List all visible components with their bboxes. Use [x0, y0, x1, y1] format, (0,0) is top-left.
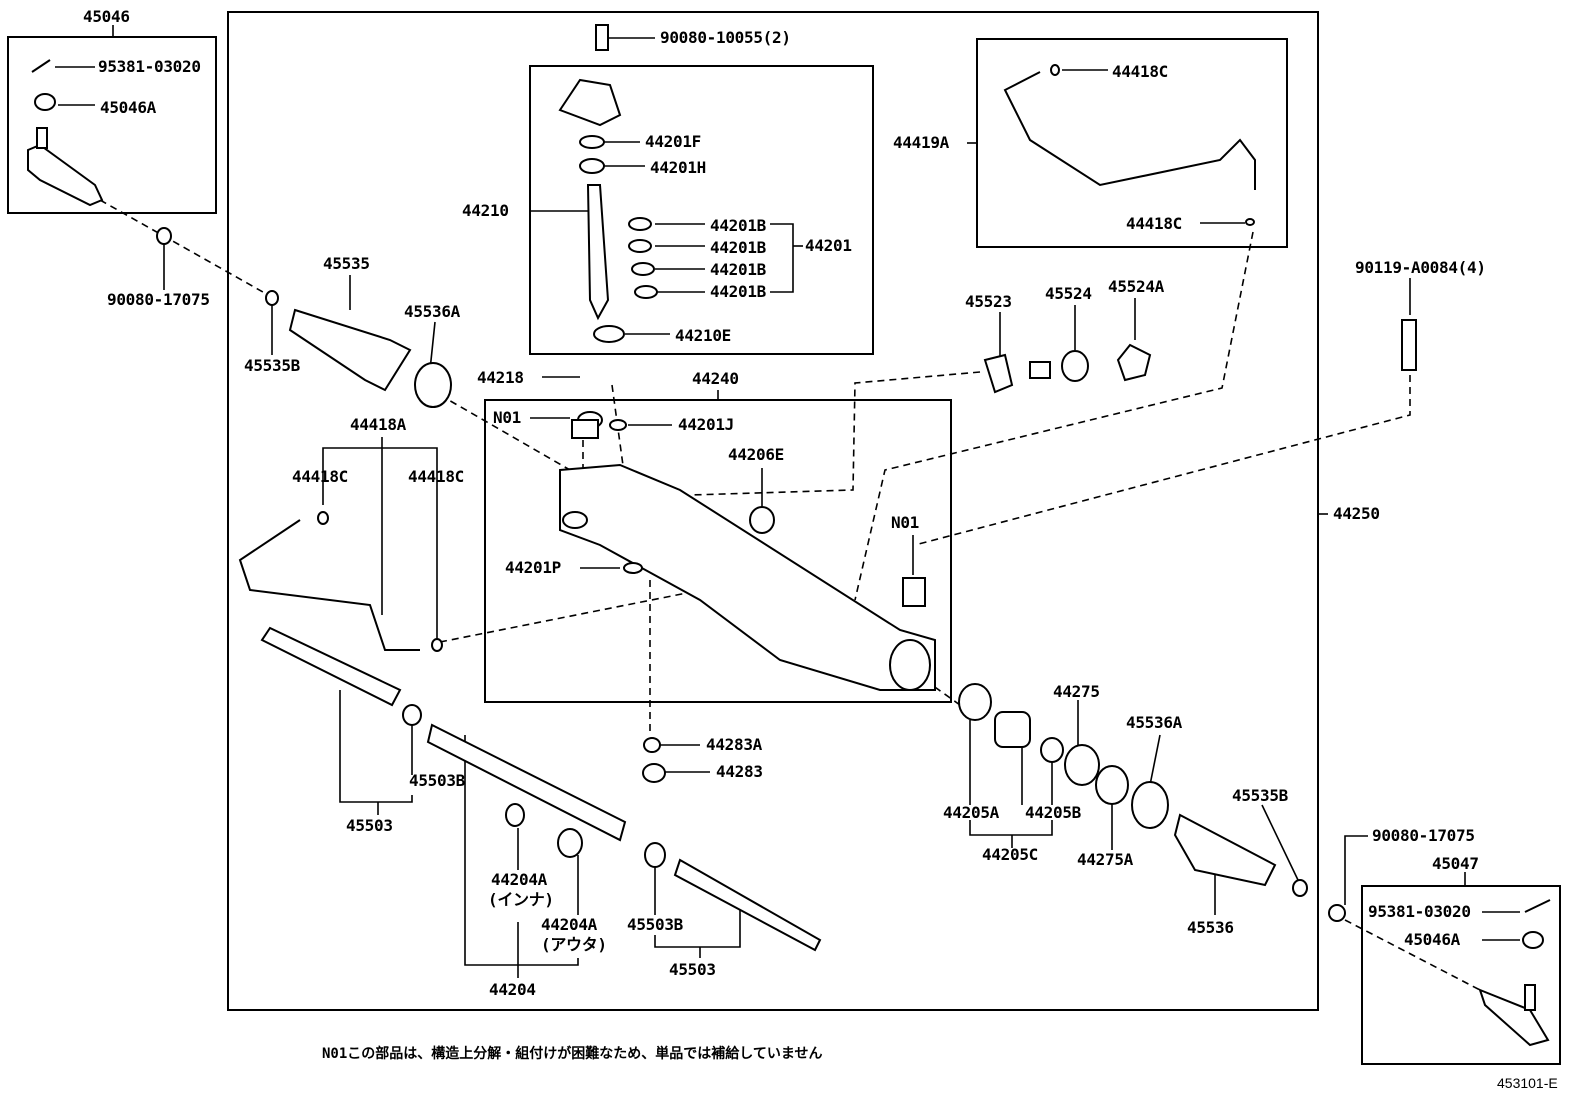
part-shapes — [27, 24, 1551, 1047]
part-label: 45535 — [323, 254, 370, 273]
tie-rod-end-left — [27, 143, 104, 207]
part-label: 44283A — [706, 735, 762, 754]
footer-note: N01この部品は、構造上分解・組付けが困難なため、単品では補給していません — [322, 1046, 823, 1062]
part-label: 45046 — [83, 7, 130, 26]
part-label: 44201F — [645, 132, 701, 151]
part-label: 45503B — [627, 915, 683, 934]
part-label: 44201H — [650, 158, 706, 177]
part-label: 45535B — [1232, 786, 1288, 805]
part-label: 90080-17075 — [1372, 826, 1475, 845]
part-label: 44201J — [678, 415, 734, 434]
part-label: 45047 — [1432, 854, 1479, 873]
part-label: 44201B — [710, 282, 766, 301]
part-label: 90080-10055(2) — [660, 28, 791, 47]
part-label: 44419A — [893, 133, 949, 152]
assembly-dash-lines — [99, 199, 1481, 991]
part-label: 44418C — [1126, 214, 1182, 233]
part-label: 44418C — [292, 467, 348, 486]
part-label: 44205A — [943, 803, 999, 822]
part-label: 44240 — [692, 369, 739, 388]
part-label: 45503B — [409, 771, 465, 790]
part-label: 45536 — [1187, 918, 1234, 937]
part-label: 44201B — [710, 260, 766, 279]
part-label: 45535B — [244, 356, 300, 375]
valve-assembly-box — [529, 65, 874, 355]
leader-lines — [55, 25, 1520, 978]
part-label: 44418C — [1112, 62, 1168, 81]
part-label: 45536A — [1126, 713, 1182, 732]
part-label: N01 — [493, 408, 521, 427]
part-label: 44201P — [505, 558, 561, 577]
part-label: 44210 — [462, 201, 509, 220]
part-label: 44204 — [489, 980, 536, 999]
part-label: 90080-17075 — [107, 290, 210, 309]
part-label: 45046A — [100, 98, 156, 117]
part-label: 45523 — [965, 292, 1012, 311]
part-label: 44210E — [675, 326, 731, 345]
tie-rod-end-box-left — [7, 36, 217, 214]
part-label: 45536A — [404, 302, 460, 321]
part-label: 44418C — [408, 467, 464, 486]
part-label: 44201 — [805, 236, 852, 255]
part-label: 44206E — [728, 445, 784, 464]
main-assembly-frame — [227, 11, 1319, 1011]
part-label: 45046A — [1404, 930, 1460, 949]
part-label: 44275 — [1053, 682, 1100, 701]
part-label: 95381-03020 — [1368, 902, 1471, 921]
part-label: 45524A — [1108, 277, 1164, 296]
part-label: (アウタ) — [541, 935, 607, 954]
part-label: 44418A — [350, 415, 406, 434]
figure-code: 453101-E — [1497, 1075, 1558, 1091]
part-label: N01 — [891, 513, 919, 532]
part-label: 45503 — [669, 960, 716, 979]
part-label: 44201B — [710, 238, 766, 257]
part-label: 44250 — [1333, 504, 1380, 523]
part-label: 44205C — [982, 845, 1038, 864]
part-label: 44205B — [1025, 803, 1081, 822]
tie-rod-end-right — [1478, 988, 1550, 1047]
part-label: 44204A — [491, 870, 547, 889]
part-label: 44218 — [477, 368, 524, 387]
part-label: 44283 — [716, 762, 763, 781]
part-label: 44201B — [710, 216, 766, 235]
part-label: 44275A — [1077, 850, 1133, 869]
part-label: 44204A — [541, 915, 597, 934]
boot-left — [288, 308, 412, 392]
part-label: 90119-A0084(4) — [1355, 258, 1486, 277]
tie-rod-end-box-right — [1361, 885, 1561, 1065]
part-label: (インナ) — [488, 890, 554, 909]
part-label: 95381-03020 — [98, 57, 201, 76]
part-label: 45524 — [1045, 284, 1092, 303]
part-label: 45503 — [346, 816, 393, 835]
